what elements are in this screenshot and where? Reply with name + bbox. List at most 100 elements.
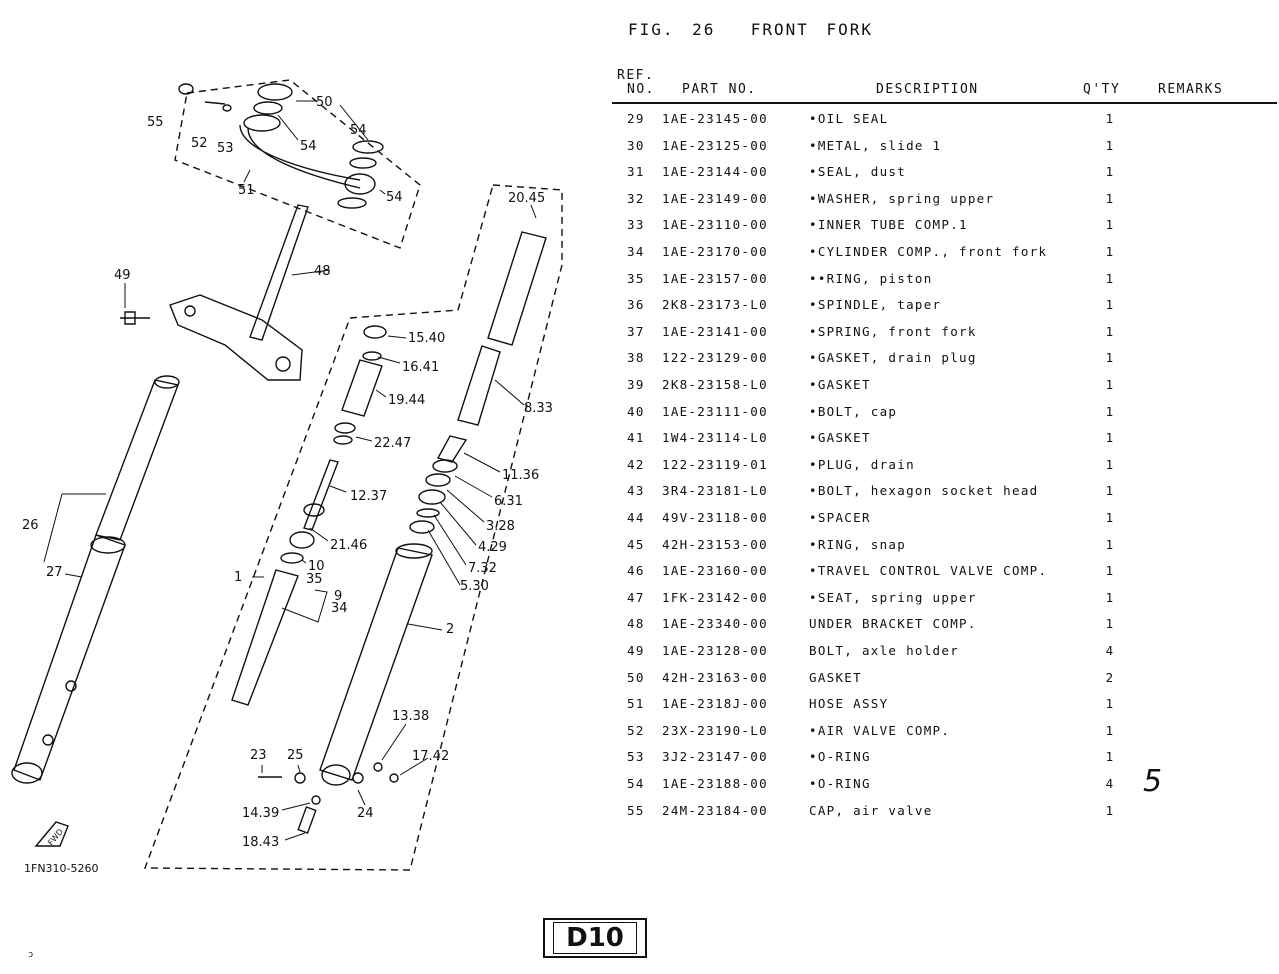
callout-11-36: 11.36 xyxy=(502,468,539,483)
quantity: 1 xyxy=(1105,536,1115,552)
part-number: 1FK-23142-00 xyxy=(662,589,768,605)
quantity: 1 xyxy=(1105,297,1115,313)
quantity: 1 xyxy=(1105,270,1115,286)
ref-number: 38 xyxy=(627,350,645,366)
part-description: BOLT, axle holder xyxy=(809,643,960,658)
part-number: 24M-23184-00 xyxy=(662,802,768,818)
callout-54a: 54 xyxy=(300,139,317,154)
callout-50: 50 xyxy=(316,95,333,110)
under-bracket xyxy=(120,204,309,381)
part-description: HOSE ASSY xyxy=(809,696,889,712)
outer-tube-assembly xyxy=(258,231,547,834)
quantity: 1 xyxy=(1105,111,1115,126)
leader-lines xyxy=(43,100,537,841)
ref-number: 42 xyxy=(627,456,645,472)
corner-mark: ɔ xyxy=(28,950,34,960)
quantity: 1 xyxy=(1105,350,1115,366)
callout-51: 51 xyxy=(238,183,255,198)
quantity: 1 xyxy=(1105,722,1115,738)
callout-19-44: 19.44 xyxy=(388,393,425,408)
part-description: •SEAT, spring upper xyxy=(809,589,977,605)
handwritten-mark: 5 xyxy=(1143,764,1163,799)
ref-number: 30 xyxy=(627,137,645,153)
callout-16-41: 16.41 xyxy=(402,360,439,375)
part-number: 3R4-23181-L0 xyxy=(662,483,768,499)
part-number: 2K8-23173-L0 xyxy=(662,297,768,313)
part-number: 1W4-23114-L0 xyxy=(662,430,768,446)
part-number: 1AE-23340-00 xyxy=(662,616,768,632)
part-description: •OIL SEAL xyxy=(809,111,889,126)
part-number: 23X-23190-L0 xyxy=(662,722,768,738)
ref-number: 31 xyxy=(627,164,645,180)
part-description: •TRAVEL CONTROL VALVE COMP. xyxy=(809,563,1048,579)
callout-10: 10 xyxy=(308,559,325,574)
hose-assy-dashed-boundary xyxy=(174,79,421,249)
part-description: GASKET xyxy=(809,669,862,685)
part-number: 1AE-23125-00 xyxy=(662,137,768,153)
callout-2: 2 xyxy=(446,622,454,637)
callout-23: 23 xyxy=(250,748,267,763)
callout-17-42: 17.42 xyxy=(412,749,449,764)
callout-49: 49 xyxy=(114,268,131,283)
quantity: 1 xyxy=(1105,190,1115,206)
quantity: 1 xyxy=(1105,802,1115,818)
part-number: 1AE-23144-00 xyxy=(662,164,768,180)
ref-number: 41 xyxy=(627,430,645,446)
callout-35: 35 xyxy=(306,572,323,587)
quantity: 1 xyxy=(1105,589,1115,605)
callout-27: 27 xyxy=(46,565,63,580)
header-ref-line1: REF. xyxy=(617,68,655,83)
callout-21-46: 21.46 xyxy=(330,538,367,553)
part-description: •GASKET xyxy=(809,430,871,446)
figure-title: FIG. 26 FRONT FORK xyxy=(628,20,874,39)
quantity: 2 xyxy=(1105,669,1115,685)
quantity: 1 xyxy=(1105,137,1115,153)
callout-18-43: 18.43 xyxy=(242,835,279,850)
header-description: DESCRIPTION xyxy=(876,82,979,97)
callout-20-45: 20.45 xyxy=(508,191,545,206)
ref-number: 50 xyxy=(627,669,645,685)
part-number: 122-23129-00 xyxy=(662,350,768,366)
part-number: 1AE-23141-00 xyxy=(662,323,768,339)
part-description: •METAL, slide 1 xyxy=(809,137,942,153)
part-number: 42H-23163-00 xyxy=(662,669,768,685)
part-description: •RING, snap xyxy=(809,536,907,552)
quantity: 1 xyxy=(1105,217,1115,233)
callout-22-47: 22.47 xyxy=(374,436,411,451)
part-description: •GASKET xyxy=(809,377,871,392)
callout-6-31: 6.31 xyxy=(494,494,523,509)
assembled-fork-left xyxy=(11,375,180,784)
part-description: •O-RING xyxy=(809,749,871,765)
part-number: 1AE-23145-00 xyxy=(662,111,768,126)
part-description: •SEAL, dust xyxy=(809,164,907,180)
ref-number: 35 xyxy=(627,270,645,286)
callout-53: 53 xyxy=(217,141,234,156)
callout-48: 48 xyxy=(314,264,331,279)
hose-assy-parts xyxy=(178,83,384,209)
part-description: •GASKET, drain plug xyxy=(809,350,977,366)
ref-number: 53 xyxy=(627,749,645,765)
damper-rod-assembly xyxy=(231,325,387,706)
header-rule xyxy=(612,102,1277,104)
quantity: 1 xyxy=(1105,696,1115,712)
page-label-box: D10 xyxy=(543,918,647,958)
callout-25: 25 xyxy=(287,748,304,763)
ref-number: 45 xyxy=(627,536,645,552)
part-description: ••RING, piston xyxy=(809,270,933,286)
part-description: •AIR VALVE COMP. xyxy=(809,722,951,738)
quantity: 1 xyxy=(1105,377,1115,392)
part-number: 122-23119-01 xyxy=(662,456,768,472)
quantity: 1 xyxy=(1105,483,1115,499)
part-number: 1AE-23160-00 xyxy=(662,563,768,579)
callout-1: 1 xyxy=(234,570,242,585)
part-description: •SPRING, front fork xyxy=(809,323,977,339)
quantity: 1 xyxy=(1105,244,1115,259)
callout-4-29: 4.29 xyxy=(478,540,507,555)
part-number: 1AE-23157-00 xyxy=(662,270,768,286)
ref-number: 43 xyxy=(627,483,645,499)
part-description: UNDER BRACKET COMP. xyxy=(809,616,977,632)
header-qty: Q'TY xyxy=(1083,82,1121,97)
fwd-arrow-icon xyxy=(34,821,69,847)
ref-number: 29 xyxy=(627,111,645,126)
quantity: 1 xyxy=(1105,749,1115,765)
